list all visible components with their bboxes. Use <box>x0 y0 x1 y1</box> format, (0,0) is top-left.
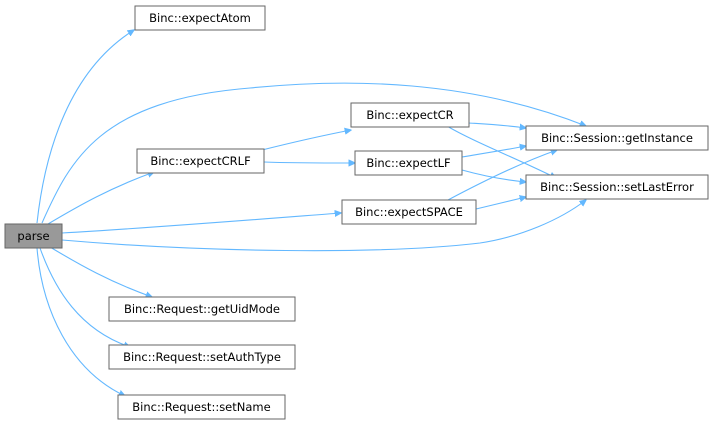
node-label-expect-space: Binc::expectSPACE <box>355 205 463 219</box>
node-label-parse: parse <box>17 229 49 243</box>
edge-parse-to-setname <box>36 247 125 396</box>
node-label-session-get-instance: Binc::Session::getInstance <box>541 131 693 145</box>
edge-parse-to-expectspace <box>61 213 341 234</box>
edge-expectcr-to-getinstance <box>468 122 526 128</box>
node-expect-lf[interactable]: Binc::expectLF <box>354 150 463 176</box>
edge-parse-to-setauthtype <box>39 247 130 347</box>
node-session-set-last-error[interactable]: Binc::Session::setLastError <box>525 174 709 200</box>
edge-expectcrlf-to-expectcr <box>261 130 351 151</box>
node-label-expect-atom: Binc::expectAtom <box>149 11 251 25</box>
edge-expectcr-to-setlasterror <box>446 125 556 178</box>
node-session-get-instance[interactable]: Binc::Session::getInstance <box>525 125 709 151</box>
edge-expectspace-to-getinstance <box>447 150 557 201</box>
node-request-set-name[interactable]: Binc::Request::setName <box>117 394 286 420</box>
node-label-expect-crlf: Binc::expectCRLF <box>150 154 250 168</box>
edge-parse-to-setlasterror <box>61 200 586 252</box>
edge-parse-to-getinstance <box>41 82 586 224</box>
edge-parse-to-expectcrlf <box>47 172 154 225</box>
node-expect-atom[interactable]: Binc::expectAtom <box>134 5 266 31</box>
node-request-set-auth-type[interactable]: Binc::Request::setAuthType <box>108 344 296 370</box>
edge-expectlf-to-getinstance <box>461 146 526 158</box>
node-parse[interactable]: parse <box>4 223 63 249</box>
edge-expectlf-to-setlasterror <box>461 169 526 182</box>
node-label-expect-cr: Binc::expectCR <box>366 108 453 122</box>
node-request-get-uid-mode[interactable]: Binc::Request::getUidMode <box>108 296 296 322</box>
node-expect-crlf[interactable]: Binc::expectCRLF <box>136 148 265 174</box>
node-expect-space[interactable]: Binc::expectSPACE <box>341 199 477 225</box>
node-label-request-get-uid-mode: Binc::Request::getUidMode <box>124 302 280 316</box>
edge-parse-to-getuidmode <box>49 246 152 297</box>
node-label-expect-lf: Binc::expectLF <box>366 156 450 170</box>
edge-expectspace-to-setlasterror <box>475 197 526 210</box>
edge-expectcrlf-to-expectlf <box>263 162 355 163</box>
node-label-session-set-last-error: Binc::Session::setLastError <box>540 180 694 194</box>
node-label-request-set-name: Binc::Request::setName <box>132 400 270 414</box>
node-expect-cr[interactable]: Binc::expectCR <box>350 102 470 128</box>
node-label-request-set-auth-type: Binc::Request::setAuthType <box>123 350 281 364</box>
edge-parse-to-expectatom <box>36 30 134 224</box>
